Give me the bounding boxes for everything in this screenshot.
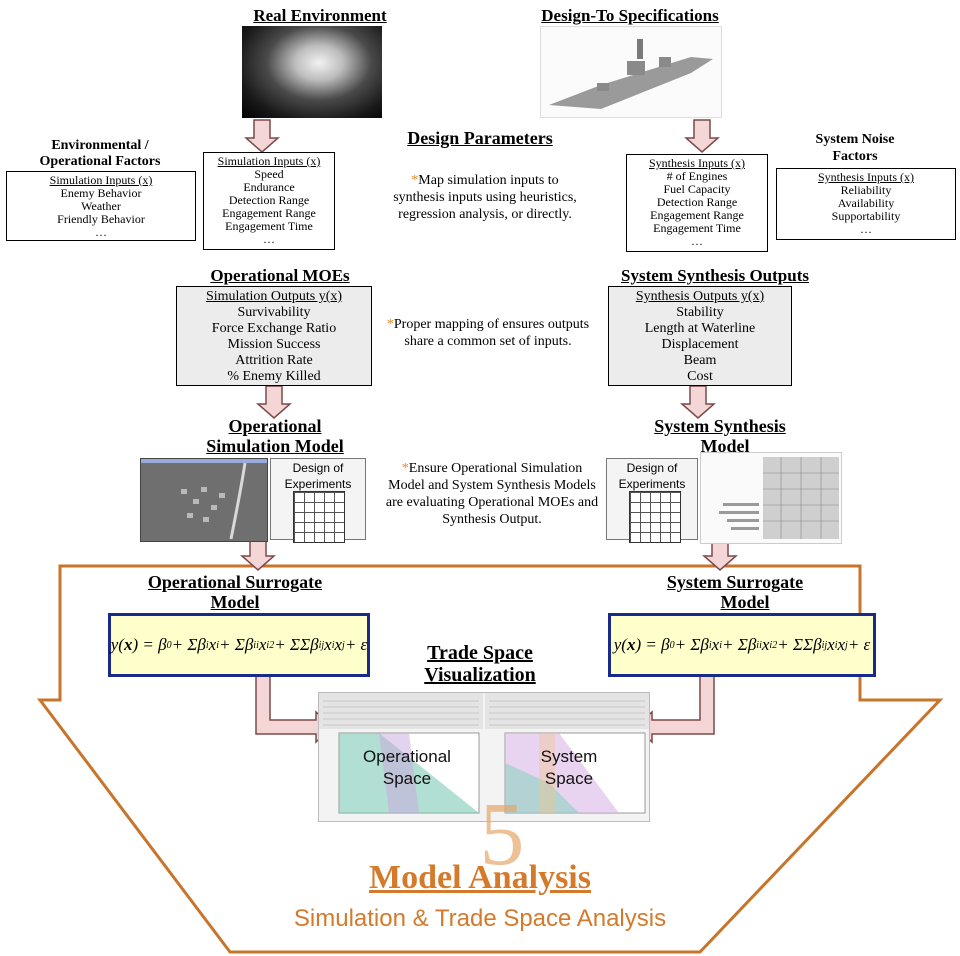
- arrow-down-sys-outputs: [680, 385, 716, 419]
- doe-grid: [293, 491, 345, 543]
- step-number: 5: [479, 785, 525, 884]
- sys-surrogate-heading-2: Model: [720, 592, 770, 612]
- note-asterisk: *: [386, 317, 394, 332]
- noise-factors-box: Synthesis Inputs (x) Reliability Availab…: [776, 168, 956, 240]
- note-map-inputs-text: Map simulation inputs to synthesis input…: [393, 173, 577, 222]
- env-factors-box: Simulation Inputs (x) Enemy Behavior Wea…: [6, 171, 196, 241]
- sys-noise-label-1: System Noise: [815, 132, 895, 147]
- op-sim-model-heading-1: Operational: [228, 416, 322, 436]
- synth-output-item: Stability: [676, 305, 724, 320]
- trade-space-screenshot: Operational Space System Space: [318, 692, 650, 822]
- noise-factor-item: Availability: [837, 196, 895, 210]
- model-analysis-title: Model Analysis: [369, 859, 591, 896]
- op-sim-screenshot: [140, 458, 268, 542]
- arrow-down-design-spec: [684, 119, 720, 153]
- sys-synth-model-heading-1: System Synthesis: [654, 416, 786, 436]
- sim-output-item: % Enemy Killed: [227, 369, 321, 384]
- trade-space-heading-2: Visualization: [424, 664, 536, 686]
- real-environment-photo: [242, 26, 382, 118]
- noise-factors-title: Synthesis Inputs (x): [818, 170, 914, 184]
- op-surrogate-heading-2: Model: [210, 592, 260, 612]
- op-doe-panel: Design of Experiments: [270, 458, 366, 543]
- noise-factor-item: …: [860, 222, 872, 236]
- sim-input-item: Detection Range: [228, 193, 310, 207]
- sys-doe-panel: Design of Experiments: [606, 458, 698, 543]
- sim-input-item: Endurance: [243, 180, 295, 194]
- note-asterisk: *: [401, 461, 409, 476]
- note-proper-mapping-text: Proper mapping of ensures outputs share …: [393, 317, 590, 349]
- op-space-label-1: Operational: [363, 747, 451, 766]
- design-spec-heading: Design-To Specifications: [541, 6, 719, 25]
- synth-input-item: # of Engines: [666, 169, 728, 183]
- real-environment-heading: Real Environment: [253, 6, 387, 25]
- sim-inputs-box: Simulation Inputs (x) Speed Endurance De…: [203, 152, 335, 250]
- sim-outputs-title: Simulation Outputs y(x): [205, 289, 343, 304]
- synth-outputs-box: Synthesis Outputs y(x) Stability Length …: [608, 286, 792, 386]
- sim-inputs-title: Simulation Inputs (x): [217, 154, 321, 168]
- sys-synth-screenshot: [700, 452, 842, 544]
- synth-input-item: Fuel Capacity: [663, 182, 731, 196]
- synth-input-item: …: [691, 234, 703, 248]
- sim-input-item: Speed: [254, 167, 284, 181]
- arrow-down-op-moes: [256, 385, 292, 419]
- note-map-inputs: *Map simulation inputs to synthesis inpu…: [385, 172, 585, 223]
- op-surrogate-heading-1: Operational Surrogate: [147, 572, 323, 592]
- synth-input-item: Engagement Range: [650, 208, 744, 222]
- synth-output-item: Displacement: [661, 337, 739, 352]
- sim-output-item: Force Exchange Ratio: [211, 321, 337, 336]
- sys-synth-outputs-heading: System Synthesis Outputs: [621, 266, 809, 285]
- env-op-factors-label-1: Environmental /: [51, 138, 149, 153]
- doe-grid: [629, 491, 681, 543]
- synth-input-item: Engagement Time: [653, 221, 741, 235]
- synth-output-item: Length at Waterline: [644, 321, 756, 336]
- sim-output-item: Mission Success: [227, 337, 321, 352]
- design-parameters-heading: Design Parameters: [407, 128, 553, 148]
- doe-title-1: Design of: [292, 461, 344, 475]
- synth-outputs-title: Synthesis Outputs y(x): [635, 289, 765, 304]
- sim-input-item: Engagement Range: [222, 206, 316, 220]
- sys-synth-model-heading-2: Model: [700, 436, 750, 456]
- ship-design-image: [540, 26, 722, 118]
- synth-input-item: Detection Range: [656, 195, 738, 209]
- trade-space-heading-1: Trade Space: [427, 642, 533, 664]
- note-ensure-models-text: Ensure Operational Simulation Model and …: [385, 461, 599, 527]
- sys-space-label-1: System: [540, 747, 598, 766]
- noise-factor-item: Reliability: [840, 183, 892, 197]
- env-op-factors-label-2: Operational Factors: [39, 154, 161, 169]
- sim-outputs-box: Simulation Outputs y(x) Survivability Fo…: [176, 286, 372, 386]
- sim-input-item: …: [263, 232, 275, 246]
- synth-output-item: Cost: [687, 369, 713, 384]
- env-factor-item: …: [95, 225, 107, 239]
- synth-inputs-box: Synthesis Inputs (x) # of Engines Fuel C…: [626, 154, 768, 252]
- op-sim-model-heading-2: Simulation Model: [206, 436, 344, 456]
- arrow-down-op-sim: [240, 539, 276, 571]
- note-proper-mapping: *Proper mapping of ensures outputs share…: [378, 316, 598, 350]
- doe-title-2: Experiments: [284, 477, 352, 491]
- sys-noise-label-2: Factors: [832, 149, 878, 164]
- note-ensure-models: *Ensure Operational Simulation Model and…: [384, 460, 600, 528]
- sim-output-item: Survivability: [237, 305, 311, 320]
- env-factor-item: Friendly Behavior: [57, 212, 145, 226]
- sys-surrogate-heading-1: System Surrogate: [666, 572, 804, 592]
- sim-input-item: Engagement Time: [225, 219, 313, 233]
- sys-space-label-2: Space: [544, 769, 594, 788]
- env-factor-item: Enemy Behavior: [60, 186, 142, 200]
- doe-title-1: Design of: [626, 461, 678, 475]
- noise-factor-item: Supportability: [831, 209, 901, 223]
- op-moes-heading: Operational MOEs: [210, 266, 350, 285]
- model-analysis-subtitle: Simulation & Trade Space Analysis: [293, 905, 667, 932]
- env-factors-title: Simulation Inputs (x): [49, 173, 153, 187]
- synth-inputs-title: Synthesis Inputs (x): [649, 156, 745, 170]
- arrow-down-real-env: [244, 119, 280, 153]
- op-space-label-2: Space: [382, 769, 432, 788]
- doe-title-2: Experiments: [618, 477, 686, 491]
- env-factor-item: Weather: [81, 199, 121, 213]
- synth-output-item: Beam: [683, 353, 717, 368]
- note-asterisk: *: [411, 173, 419, 188]
- sim-output-item: Attrition Rate: [235, 353, 313, 368]
